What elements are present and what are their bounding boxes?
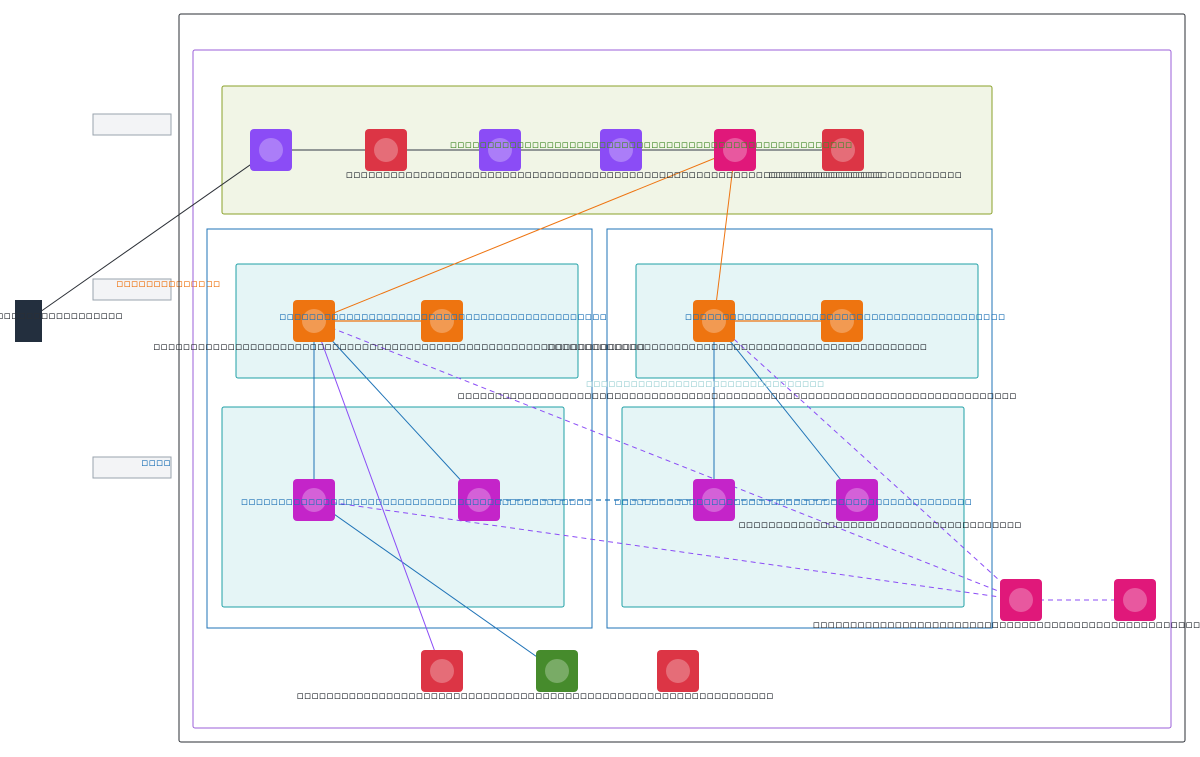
nodes — [15, 129, 1156, 692]
right-node-magenta-a[interactable] — [693, 479, 735, 521]
legend: ▫▫▫▫▫▫▫▫▫▫▫▫▫▫ ▫▫▫▫ — [92, 113, 220, 479]
actor-label: ▫▫▫▫▫▫▫▫▫▫▫▫▫▫▫▫▫▫▫ — [0, 309, 123, 322]
legend-item-1[interactable] — [92, 113, 172, 136]
right-node-orange-a[interactable] — [693, 300, 735, 342]
account-container — [178, 13, 1186, 743]
right-vpc-caption: ▫▫▫▫▫▫▫▫▫▫▫▫▫▫▫▫▫▫▫▫▫▫▫▫▫▫▫▫▫▫▫▫▫▫▫▫▫▫▫▫… — [457, 389, 1016, 402]
left-node-orange-a[interactable] — [293, 300, 335, 342]
edge-violet-dashed — [713, 320, 1022, 601]
labels: ▫▫▫▫▫▫▫▫▫▫▫▫▫▫▫▫▫▫▫ ▫▫▫▫▫▫▫▫▫▫▫▫▫▫▫▫▫▫▫▫… — [0, 138, 1200, 702]
band-node-1[interactable] — [250, 129, 292, 171]
right-subnet-a-faint-label: ▫▫▫▫▫▫▫▫▫▫▫▫▫▫▫▫▫▫▫▫▫▫▫▫▫▫▫▫▫▫▫▫ — [586, 377, 825, 390]
bottom-node-red-a[interactable] — [421, 650, 463, 692]
band-node-3[interactable] — [479, 129, 521, 171]
outside-node-pink-b[interactable] — [1114, 579, 1156, 621]
right-subnet-a-edge-label: ▫▫▫▫▫▫▫▫▫▫▫▫▫▫▫▫▫▫▫▫▫▫▫▫▫▫▫▫▫▫▫▫▫▫▫▫▫▫▫▫… — [685, 310, 1006, 323]
band-node-3-label: ▫▫▫▫▫▫▫▫▫▫▫▫▫▫▫▫▫▫▫▫▫▫▫▫▫▫▫▫▫▫▫▫▫▫▫▫▫▫▫▫… — [346, 168, 883, 181]
legend-item-3-label: ▫▫▫▫ — [141, 456, 171, 469]
edge-violet-dashed — [313, 319, 1022, 602]
outside-node-pink-a[interactable] — [1000, 579, 1042, 621]
left-subnet-a-node-label: ▫▫▫▫▫▫▫▫▫▫▫▫▫▫▫▫▫▫▫▫▫▫▫▫▫▫▫▫▫▫▫▫▫▫▫▫▫▫▫▫… — [153, 340, 645, 353]
user-icon[interactable] — [15, 300, 42, 342]
legend-item-3[interactable] — [92, 456, 172, 479]
right-node-magenta-b[interactable] — [836, 479, 878, 521]
region-container — [192, 49, 1172, 729]
right-subnet-b-node-label: ▫▫▫▫▫▫▫▫▫▫▫▫▫▫▫▫▫▫▫▫▫▫▫▫▫▫▫▫▫▫▫▫▫▫▫▫▫▫ — [738, 518, 1021, 531]
band-node-5[interactable] — [714, 129, 756, 171]
band-edge-label: ▫▫▫▫▫▫▫▫▫▫▫▫▫▫▫▫▫▫▫▫▫▫▫▫▫▫▫▫▫▫▫▫▫▫▫▫▫▫▫▫… — [450, 138, 853, 151]
edges — [39, 144, 1136, 672]
left-node-orange-b[interactable] — [421, 300, 463, 342]
band-node-2[interactable] — [365, 129, 407, 171]
edge-actor-to-band — [39, 150, 271, 313]
bottom-node-red-b[interactable] — [657, 650, 699, 692]
left-node-magenta-b[interactable] — [458, 479, 500, 521]
bottom-label: ▫▫▫▫▫▫▫▫▫▫▫▫▫▫▫▫▫▫▫▫▫▫▫▫▫▫▫▫▫▫▫▫▫▫▫▫▫▫▫▫… — [296, 689, 773, 702]
band-node-4[interactable] — [600, 129, 642, 171]
edge-orange-left-to-band — [313, 148, 736, 322]
right-subnet-b-edge-label: ▫▫▫▫▫▫▫▫▫▫▫▫▫▫▫▫▫▫▫▫▫▫▫▫▫▫▫▫▫▫▫▫▫▫▫▫▫▫▫▫… — [614, 495, 972, 508]
left-node-magenta-a[interactable] — [293, 479, 335, 521]
edge-orange-right-to-band — [713, 149, 739, 322]
band-node-6[interactable] — [822, 129, 864, 171]
left-subnet-a-edge-label: ▫▫▫▫▫▫▫▫▫▫▫▫▫▫▫▫▫▫▫▫▫▫▫▫▫▫▫▫▫▫▫▫▫▫▫▫▫▫▫▫… — [279, 310, 607, 323]
legend-item-2[interactable] — [92, 278, 172, 301]
left-subnet-b-edge-label: ▫▫▫▫▫▫▫▫▫▫▫▫▫▫▫▫▫▫▫▫▫▫▫▫▫▫▫▫▫▫▫▫▫▫▫▫▫▫▫▫… — [241, 495, 591, 508]
right-node-orange-b[interactable] — [821, 300, 863, 342]
outside-right-label: ▫▫▫▫▫▫▫▫▫▫▫▫▫▫▫▫▫▫▫▫▫▫▫▫▫▫▫▫▫▫▫▫▫▫▫▫▫▫▫▫… — [813, 618, 1200, 631]
right-subnet-a-node-label: ▫▫▫▫▫▫▫▫▫▫▫▫▫▫▫▫▫▫▫▫▫▫▫▫▫▫▫▫▫▫▫▫▫▫▫▫▫▫▫▫… — [547, 340, 927, 353]
band-node-6-label: ▫▫▫▫▫▫▫▫▫▫▫▫▫▫▫▫▫▫▫▫▫▫▫▫▫▫ — [768, 168, 962, 181]
legend-item-2-label: ▫▫▫▫▫▫▫▫▫▫▫▫▫▫ — [116, 277, 220, 290]
bottom-node-green[interactable] — [536, 650, 578, 692]
